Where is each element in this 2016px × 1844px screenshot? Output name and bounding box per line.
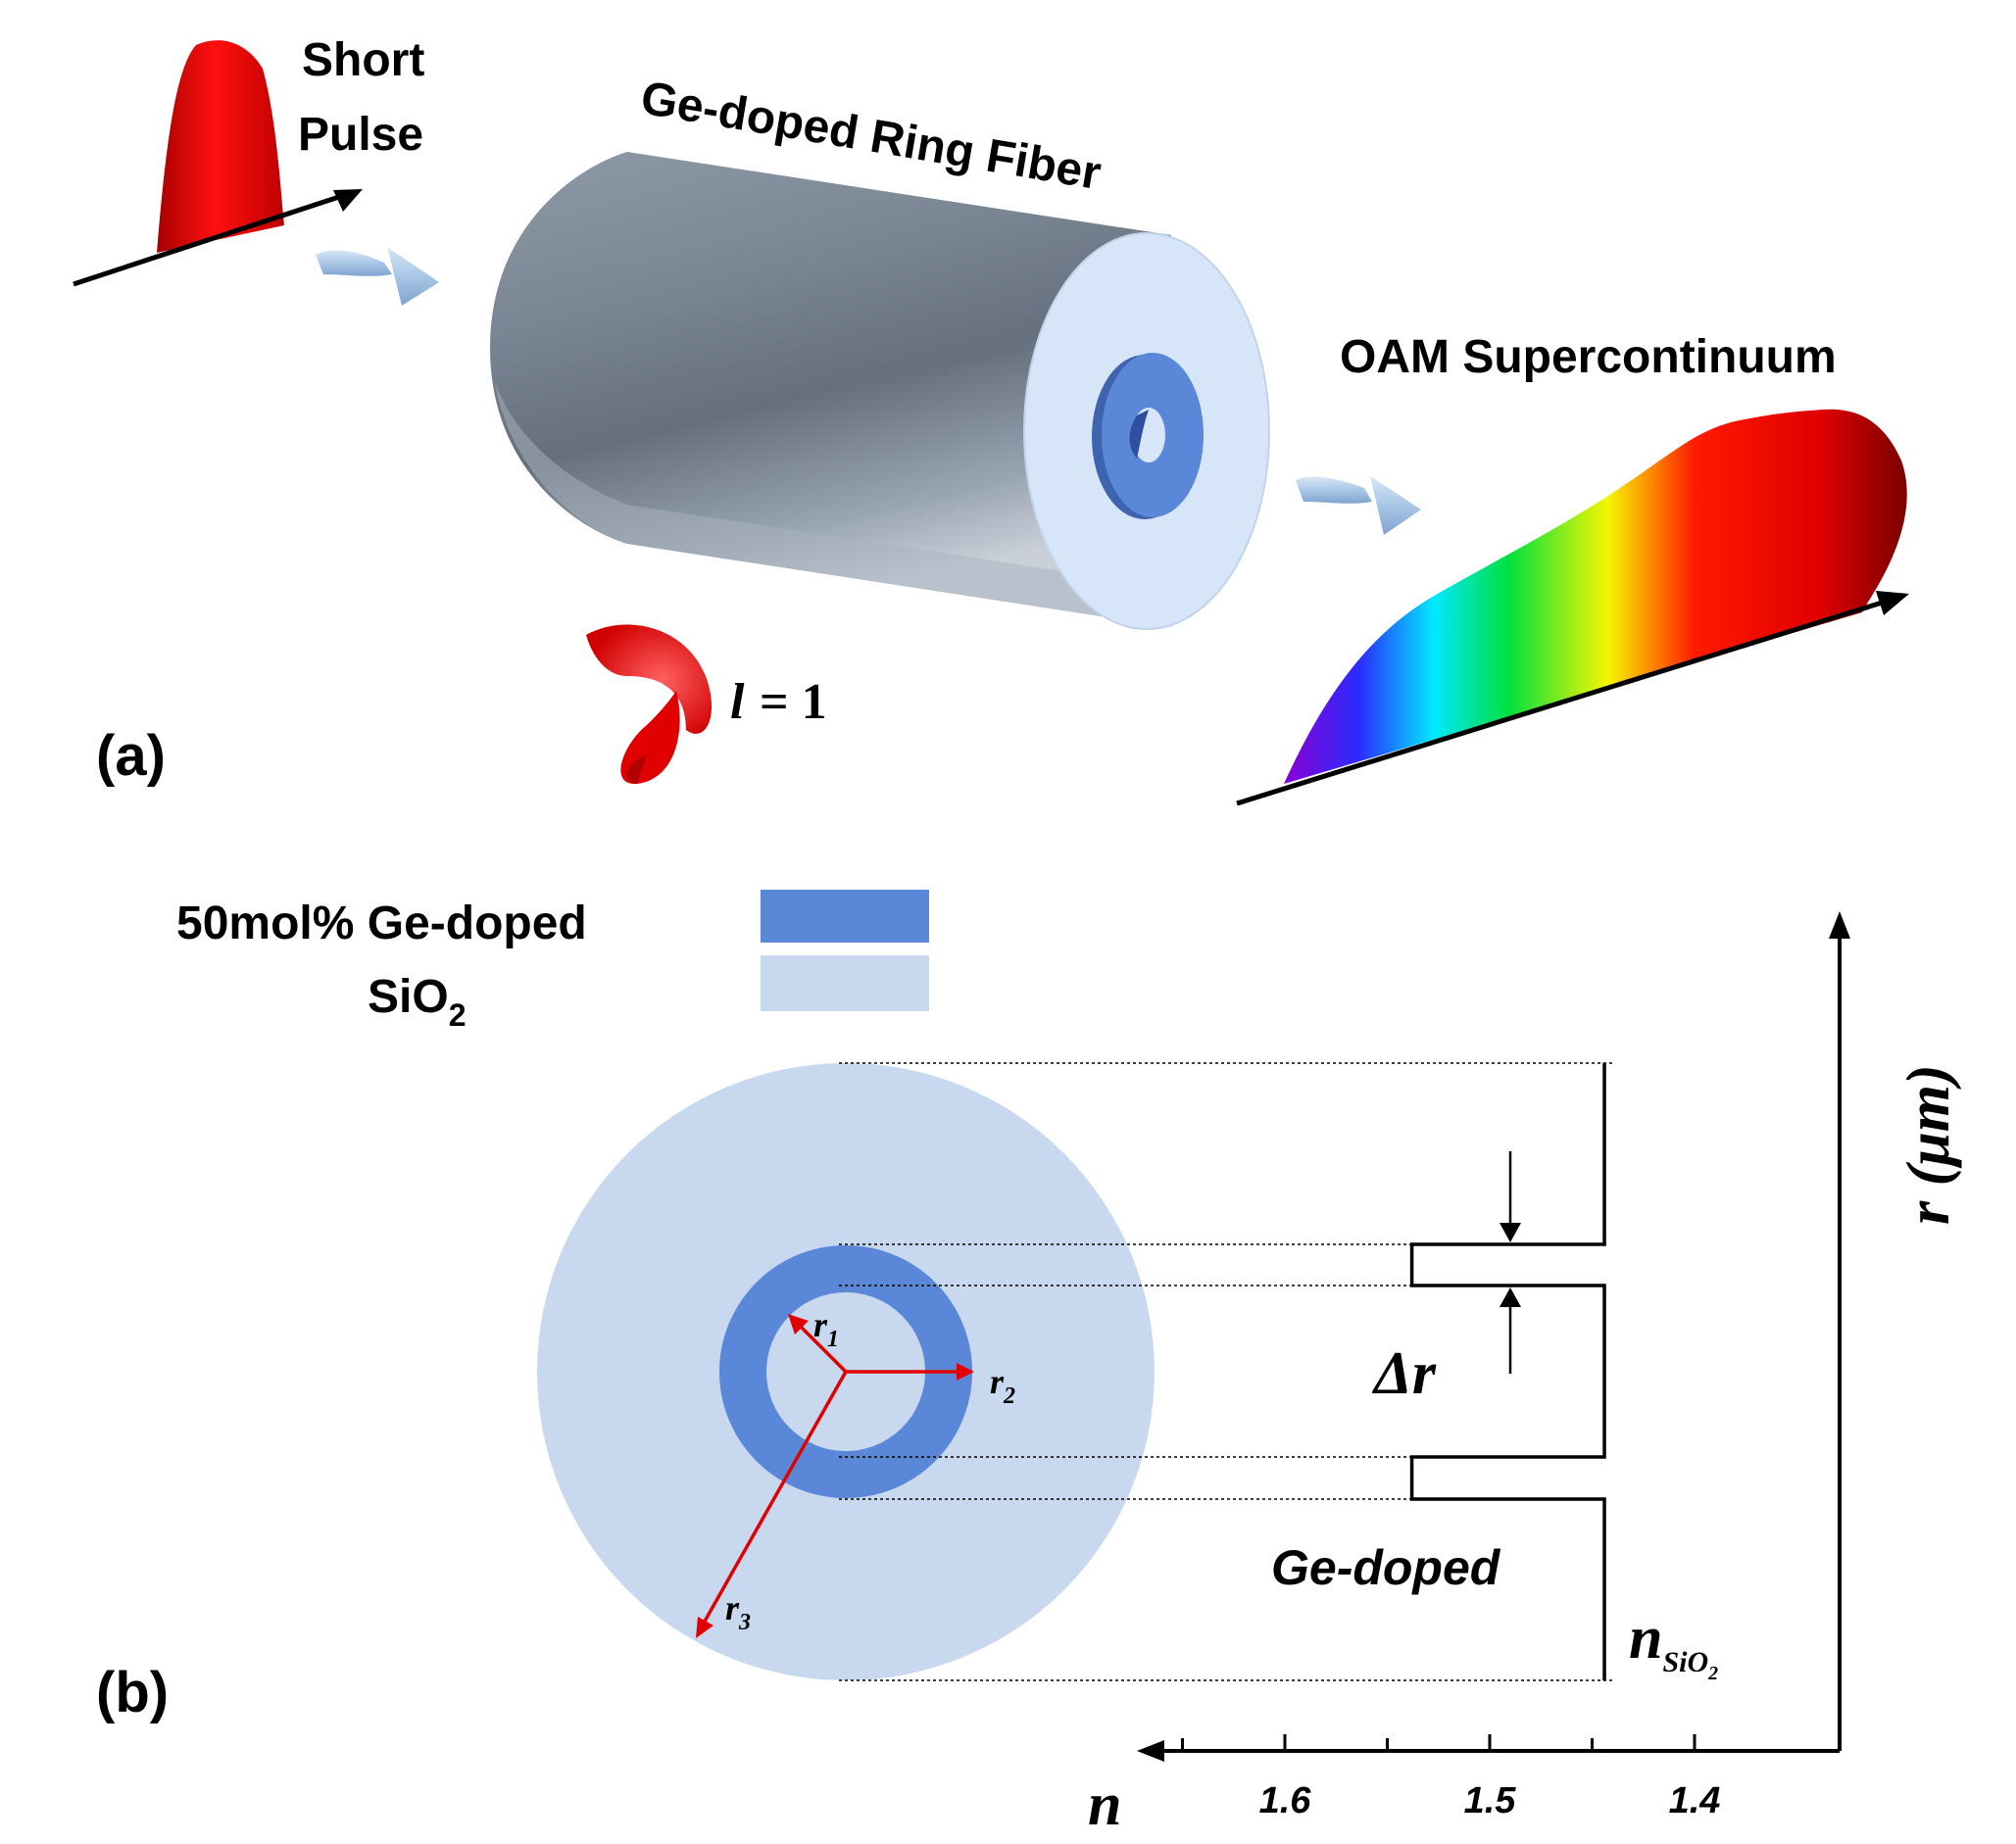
radius-arrows <box>696 1314 974 1638</box>
delta-r-arrows <box>1500 1151 1521 1374</box>
oam-l-var: l <box>730 674 745 730</box>
r1-arrowhead <box>788 1314 809 1334</box>
projection-lines <box>839 1062 1615 1681</box>
input-pulse-axis <box>73 191 349 287</box>
legend-sio2-swatch <box>761 955 929 1011</box>
panel-a: Short Pulse Ge-doped Ring Fiber l = 1 <box>73 34 1909 806</box>
input-pulse-shape <box>157 40 284 253</box>
r3-arrowhead <box>696 1617 713 1638</box>
n-sio2-subscript: SiO <box>1662 1646 1708 1678</box>
supercontinuum-shape <box>1284 409 1907 784</box>
y-axis-arrowhead <box>1829 911 1850 939</box>
input-pulse-axis-arrowhead <box>333 189 363 212</box>
panel-a-label: (a) <box>96 724 166 788</box>
r2-arrowhead <box>957 1363 974 1381</box>
transfer-arrow-in-head <box>387 247 439 306</box>
y-axis-label: r (μm) <box>1895 1064 1962 1225</box>
chart-axes: 1.6 1.5 1.4 <box>1137 911 1850 1821</box>
oam-spiral-icon <box>586 624 713 785</box>
transfer-arrow-out-head <box>1370 476 1421 535</box>
transfer-arrow-in-shaft <box>316 250 392 276</box>
pulse-label: Pulse <box>298 109 423 161</box>
r1-arrow <box>792 1318 848 1374</box>
fiber-cylinder-body <box>490 152 1171 627</box>
legend-sio2-label: SiO2 <box>368 971 466 1033</box>
supercontinuum-axis-arrowhead <box>1876 591 1909 615</box>
transfer-arrow-out <box>1296 476 1421 535</box>
delta-r-arrowhead-down <box>1500 1223 1521 1242</box>
panel-b: 50mol% Ge-doped SiO2 r1 r2 r3 <box>96 890 1962 1838</box>
x-axis-ticks: 1.6 1.5 1.4 <box>1181 1734 1721 1821</box>
delta-r-label: Δr <box>1371 1340 1437 1407</box>
r1-label: r1 <box>813 1305 839 1352</box>
delta-r-arrowhead-up <box>1500 1287 1521 1307</box>
r3-subscript: 3 <box>738 1610 751 1635</box>
fiber-cylinder-shadow <box>495 382 1171 627</box>
supercontinuum-spectrum <box>1236 409 1909 806</box>
ge-doped-label: Ge-doped <box>1271 1540 1501 1595</box>
fiber-cylinder-icon <box>490 152 1270 630</box>
x-axis-label: n <box>1088 1771 1121 1838</box>
x-tick-label: 1.6 <box>1259 1780 1312 1821</box>
input-pulse <box>73 40 363 287</box>
oam-spiral-lower <box>620 691 680 785</box>
r1-subscript: 1 <box>827 1327 839 1352</box>
r2-label: r2 <box>990 1362 1015 1409</box>
transfer-arrow-out-shaft <box>1296 476 1372 504</box>
panel-b-label: (b) <box>96 1661 169 1724</box>
oam-l-value: = 1 <box>760 674 827 730</box>
supercontinuum-axis <box>1236 597 1893 806</box>
r3-arrow <box>700 1371 848 1627</box>
transfer-arrow-in <box>316 247 439 306</box>
oam-spiral-tail <box>626 754 647 784</box>
oam-spiral-upper <box>586 624 713 734</box>
x-axis-arrowhead <box>1137 1740 1164 1762</box>
legend: 50mol% Ge-doped SiO2 <box>176 890 929 1033</box>
legend-ge-label: 50mol% Ge-doped <box>176 898 587 949</box>
legend-ge-swatch <box>761 890 929 943</box>
r2-subscript: 2 <box>1003 1383 1015 1409</box>
short-label: Short <box>302 34 424 86</box>
index-profile-line <box>1409 1063 1606 1680</box>
fiber-core-hole-shade <box>1129 410 1149 459</box>
x-tick-label: 1.5 <box>1464 1780 1517 1821</box>
r3-label: r3 <box>725 1588 751 1635</box>
n-sio2-label: nSiO2 <box>1629 1605 1718 1684</box>
legend-sio2-subscript: 2 <box>449 997 467 1033</box>
oam-supercontinuum-label: OAM Supercontinuum <box>1340 331 1837 383</box>
x-tick-label: 1.4 <box>1669 1780 1721 1821</box>
n-sio2-subsubscript: 2 <box>1707 1663 1718 1684</box>
